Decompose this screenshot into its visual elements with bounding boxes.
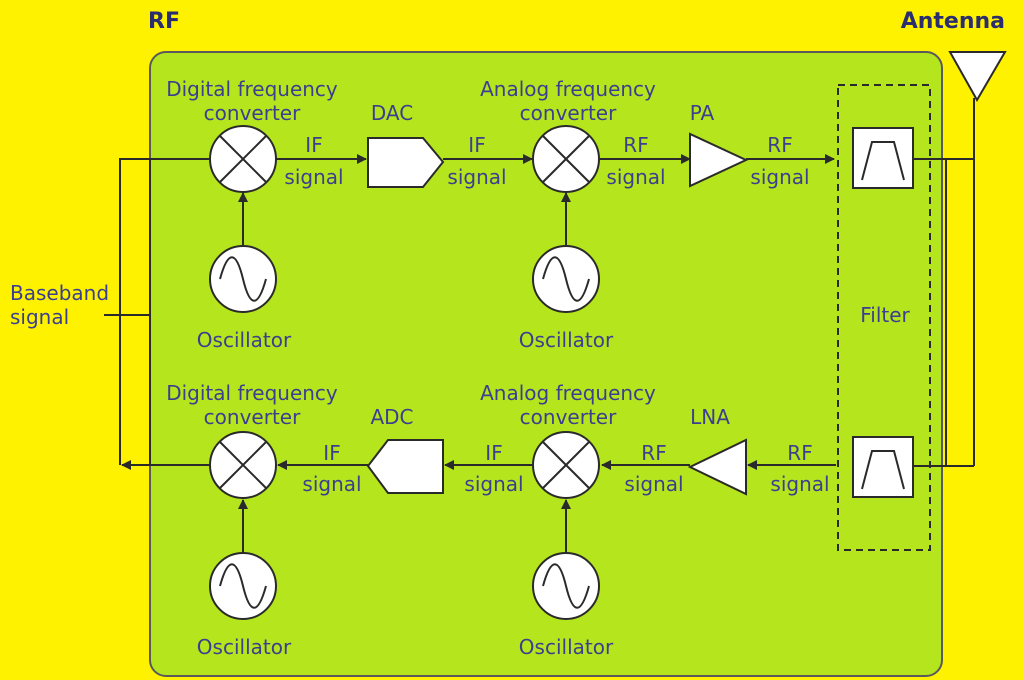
rx-oscillator-2-icon (532, 552, 600, 620)
baseband-label-line2: signal (10, 305, 69, 329)
tx-if-label-2a: IF (468, 133, 485, 157)
tx-oscillator-1-label: Oscillator (197, 328, 292, 352)
rx-digital-mixer-icon (209, 431, 277, 499)
rx-rf-label-2b: signal (770, 472, 829, 496)
tx-rf-label-2a: RF (767, 133, 792, 157)
tx-digital-converter-label-1: Digital frequency (166, 77, 338, 101)
rf-title: RF (148, 9, 180, 34)
rx-if-label-1a: IF (323, 441, 340, 465)
lna-label: LNA (690, 405, 730, 429)
rx-oscillator-1-icon (209, 552, 277, 620)
rx-if-label-2a: IF (485, 441, 502, 465)
rx-analog-mixer-icon (532, 431, 600, 499)
tx-digital-mixer-icon (209, 125, 277, 193)
tx-analog-mixer-icon (532, 125, 600, 193)
tx-oscillator-2-icon (532, 245, 600, 313)
pa-label: PA (690, 101, 715, 125)
tx-if-label-2b: signal (447, 165, 506, 189)
dac-label: DAC (371, 101, 413, 125)
antenna-icon (948, 51, 1007, 103)
baseband-tx-path (119, 158, 209, 465)
tx-bandpass-filter-icon (852, 127, 914, 189)
tx-rf-label-1a: RF (623, 133, 648, 157)
rx-digital-converter-label-2: converter (204, 405, 301, 429)
rx-oscillator-2-label: Oscillator (519, 635, 614, 659)
baseband-label-line1: Baseband (10, 281, 109, 305)
rx-analog-converter-label-1: Analog frequency (480, 381, 656, 405)
filter-dashed-box (837, 84, 931, 551)
tx-analog-converter-label-1: Analog frequency (480, 77, 656, 101)
tx-rf-label-2b: signal (750, 165, 809, 189)
rx-if-label-1b: signal (302, 472, 361, 496)
rx-rf-label-2a: RF (787, 441, 812, 465)
antenna-title: Antenna (901, 9, 1005, 34)
tx-if-label-1a: IF (305, 133, 322, 157)
tx-if-label-1b: signal (284, 165, 343, 189)
tx-oscillator-1-icon (209, 245, 277, 313)
pa-amplifier-icon (689, 132, 749, 188)
antenna-feed (913, 98, 975, 467)
rx-oscillator-1-label: Oscillator (197, 635, 292, 659)
tx-oscillator-2-label: Oscillator (519, 328, 614, 352)
tx-digital-converter-label-2: converter (204, 101, 301, 125)
filter-label: Filter (860, 303, 910, 327)
rx-rf-label-1a: RF (641, 441, 666, 465)
tx-rf-label-1b: signal (606, 165, 665, 189)
adc-block (366, 439, 444, 494)
dac-block (367, 137, 445, 188)
rx-bandpass-filter-icon (852, 436, 914, 498)
rx-rf-label-1b: signal (624, 472, 683, 496)
rx-if-label-2b: signal (464, 472, 523, 496)
baseband-bracket (104, 158, 209, 470)
rx-analog-converter-label-2: converter (520, 405, 617, 429)
tx-analog-converter-label-2: converter (520, 101, 617, 125)
lna-amplifier-icon (687, 438, 747, 496)
adc-label: ADC (370, 405, 413, 429)
rx-digital-converter-label-1: Digital frequency (166, 381, 338, 405)
